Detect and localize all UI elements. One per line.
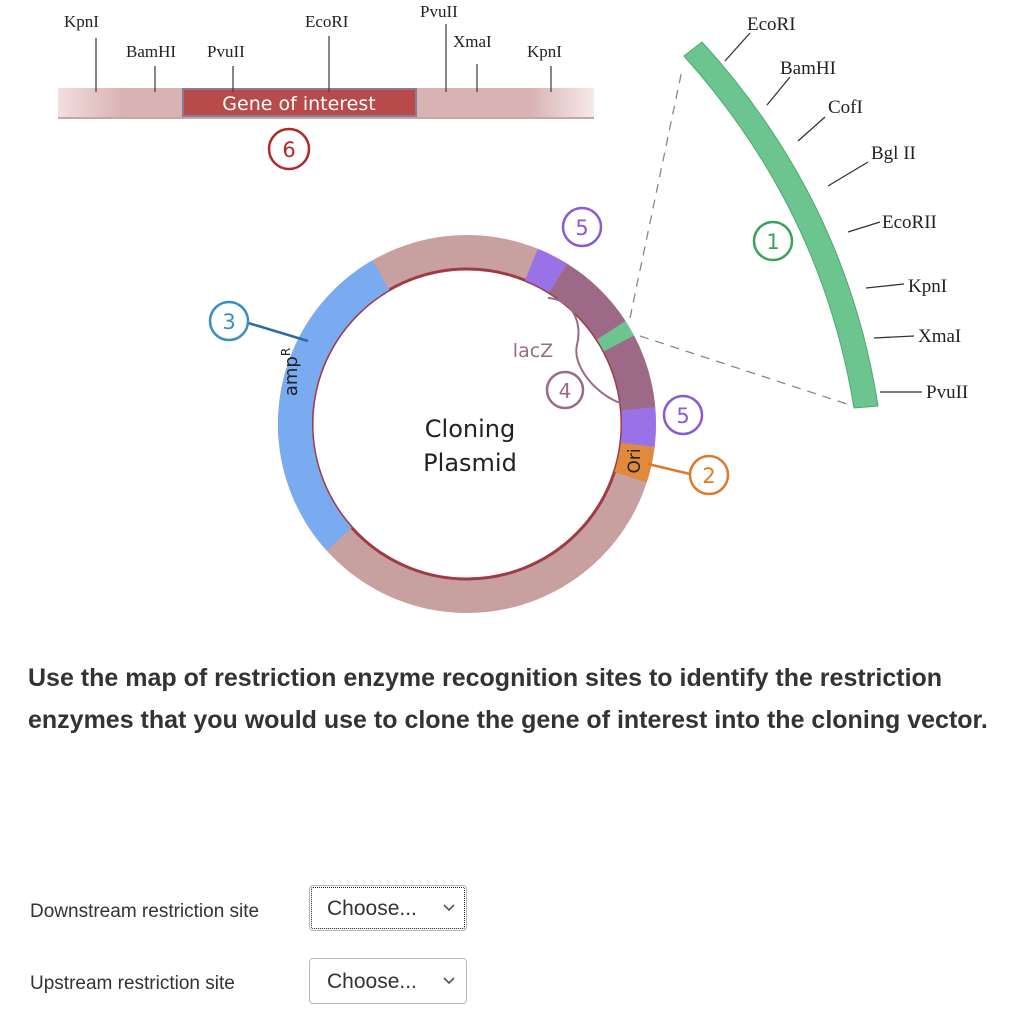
- mcs-label-bglii: Bgl II: [871, 143, 916, 164]
- marker-2-label: 2: [702, 464, 715, 488]
- mcs-label-kpni: KpnI: [908, 276, 947, 297]
- marker-4-label: 4: [559, 379, 572, 403]
- downstream-label: Downstream restriction site: [30, 901, 260, 922]
- downstream-select[interactable]: Choose...: [309, 885, 467, 931]
- site-label-bamhi: BamHI: [126, 42, 176, 61]
- mcs-label-xmai: XmaI: [918, 326, 961, 347]
- marker-3-connector: [244, 320, 309, 343]
- marker-6-label: 6: [282, 138, 295, 162]
- ampR-label: ampR: [279, 348, 302, 396]
- marker-2: [688, 454, 730, 496]
- plasmid-title-line1: Cloning: [425, 415, 515, 443]
- lacz-bracket: [547, 297, 624, 405]
- marker-4: [545, 370, 585, 410]
- site-segment-bottom: [620, 407, 656, 448]
- site-label-xmai: XmaI: [453, 32, 492, 51]
- upstream-select-value: Choose...: [327, 970, 417, 993]
- marker-5-bottom: [662, 394, 704, 436]
- upstream-select[interactable]: Choose...: [309, 958, 467, 1004]
- ori-label: Ori: [625, 448, 645, 473]
- site-label-kpni-2: KpnI: [527, 42, 562, 61]
- marker-5-bottom-label: 5: [676, 404, 689, 428]
- gene-strip: Gene of interest KpnI BamHI PvuII EcoRI …: [58, 2, 594, 171]
- chevron-down-icon: [443, 904, 455, 912]
- marker-3: [208, 300, 250, 342]
- upstream-label: Upstream restriction site: [30, 973, 235, 994]
- site-segment-top: [524, 248, 568, 293]
- site-label-kpni-1: KpnI: [64, 12, 99, 31]
- site-label-pvuii-2: PvuII: [420, 2, 458, 21]
- lacz-segment-top: [548, 263, 626, 340]
- mcs-tick-cofi: [797, 116, 826, 142]
- mcs-label-pvuii: PvuII: [926, 382, 968, 403]
- mcs-tick-ecori: [724, 32, 751, 62]
- mcs-tick-kpni: [865, 283, 905, 289]
- gene-of-interest-label: Gene of interest: [222, 93, 375, 115]
- zoom-line-bottom: [639, 335, 851, 406]
- mcs-zoom: EcoRI BamHI CofI Bgl II EcoRII KpnI XmaI…: [683, 14, 968, 409]
- site-label-ecori: EcoRI: [305, 12, 349, 31]
- marker-5-top: [561, 206, 603, 248]
- lacz-label: lacZ: [513, 340, 553, 362]
- mcs-label-bamhi: BamHI: [780, 58, 836, 79]
- marker-2-connector: [647, 462, 691, 476]
- plasmid: Cloning Plasmid ampR Ori lacZ 3 5 5 4 2: [208, 206, 730, 613]
- mcs-label-ecori: EcoRI: [747, 14, 796, 35]
- site-label-pvuii-1: PvuII: [207, 42, 245, 61]
- marker-1: [752, 220, 794, 262]
- mcs-tick-bglii: [827, 161, 869, 187]
- marker-5-top-label: 5: [575, 216, 588, 240]
- chevron-down-icon: [443, 977, 455, 985]
- marker-1-label: 1: [766, 230, 779, 254]
- mcs-label-ecorii: EcoRII: [882, 212, 937, 233]
- cloning-diagram: Gene of interest KpnI BamHI PvuII EcoRI …: [58, 2, 968, 613]
- gene-of-interest-bar: [182, 88, 417, 117]
- ampR-segment: [277, 260, 390, 551]
- mcs-tick-ecorii: [847, 221, 881, 233]
- mcs-label-cofi: CofI: [828, 97, 863, 118]
- marker-6: [267, 127, 311, 171]
- mcs-arc: [683, 41, 879, 409]
- mcs-tick-bamhi: [766, 76, 791, 106]
- ori-segment: [614, 442, 655, 483]
- plasmid-title-line2: Plasmid: [423, 449, 517, 477]
- downstream-select-value: Choose...: [327, 897, 417, 920]
- mcs-segment: [596, 321, 634, 352]
- lacz-segment-bottom: [603, 335, 656, 411]
- mcs-tick-xmai: [873, 335, 915, 339]
- question-text: Use the map of restriction enzyme recogn…: [28, 664, 988, 734]
- zoom-line-top: [629, 69, 683, 319]
- marker-3-label: 3: [222, 310, 235, 334]
